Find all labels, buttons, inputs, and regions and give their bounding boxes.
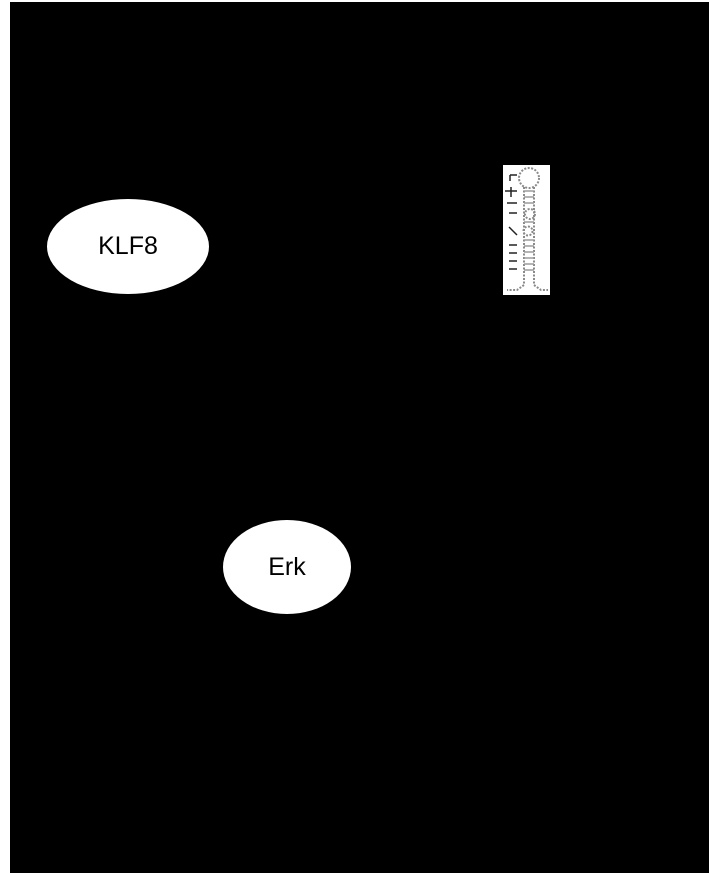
- erk-label: Erk: [268, 553, 306, 582]
- klf8-label: KLF8: [98, 232, 158, 261]
- erk-node: Erk: [223, 520, 351, 614]
- diagram-background: [10, 2, 709, 873]
- rna-hairpin-icon: [503, 165, 550, 295]
- klf8-node: KLF8: [47, 199, 209, 294]
